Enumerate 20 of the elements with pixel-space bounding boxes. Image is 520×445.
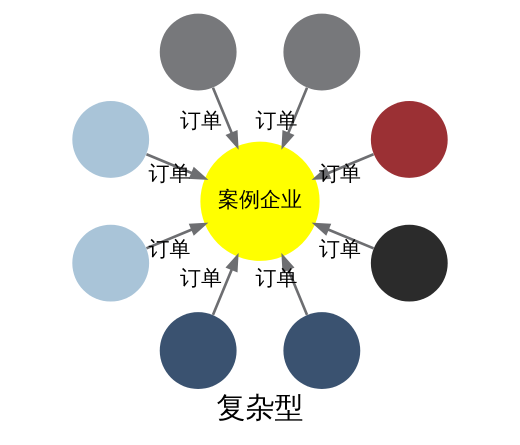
node-circle <box>72 101 150 178</box>
node-circle <box>160 14 237 90</box>
edge-label: 订单 <box>180 265 222 290</box>
arrow <box>212 252 239 316</box>
caption: 复杂型 <box>216 390 304 425</box>
edge-label: 订单 <box>319 236 362 261</box>
node-circle: 案例企业 <box>200 142 320 261</box>
edge-label: 订单 <box>148 236 190 261</box>
arrow <box>146 222 208 250</box>
arrow <box>146 153 208 180</box>
arrow <box>212 87 239 150</box>
node-circle <box>370 224 448 302</box>
edge-label: 订单 <box>180 108 222 133</box>
edge-label: 订单 <box>148 160 190 186</box>
arrow <box>312 222 374 250</box>
node-circle <box>283 14 360 90</box>
node-circle <box>283 312 360 389</box>
node-circle <box>72 224 150 302</box>
node-circle <box>160 312 237 389</box>
node-circle <box>370 101 448 178</box>
